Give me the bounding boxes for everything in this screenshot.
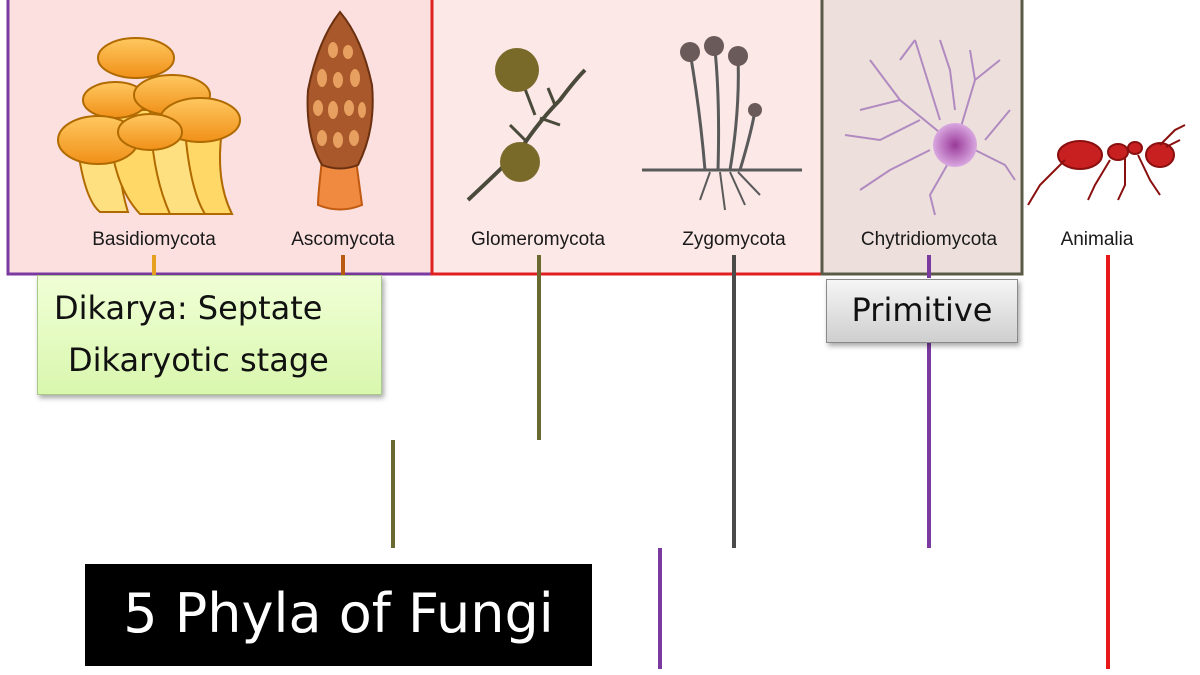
dikarya-callout-line2: Dikaryotic stage xyxy=(68,341,329,379)
phylum-label-basidiomycota: Basidiomycota xyxy=(92,229,216,250)
chytrid-cell-icon xyxy=(844,39,1016,216)
phylum-label-ascomycota: Ascomycota xyxy=(291,229,395,250)
orange-mushroom-cluster-icon xyxy=(57,37,241,215)
phylum-label-glomeromycota: Glomeromycota xyxy=(470,229,606,250)
morel-icon xyxy=(306,10,374,211)
outgroup-label-animalia: Animalia xyxy=(1060,229,1134,250)
dikarya-callout: Dikarya: Septate Dikaryotic stage xyxy=(37,275,382,395)
glomeromycota-hyphae-icon xyxy=(466,48,587,202)
primitive-callout: Primitive xyxy=(826,279,1018,343)
red-ant-icon xyxy=(1027,124,1186,206)
zygomycota-sporangia-icon xyxy=(642,36,802,211)
phylogenetic-tree xyxy=(152,255,1110,671)
phylum-label-zygomycota: Zygomycota xyxy=(682,229,786,250)
slide-title: 5 Phyla of Fungi xyxy=(85,564,592,666)
dikarya-callout-line1: Dikarya: Septate xyxy=(54,289,323,327)
middle-panel xyxy=(430,0,824,276)
phylum-label-chytridiomycota: Chytridiomycota xyxy=(860,229,998,250)
